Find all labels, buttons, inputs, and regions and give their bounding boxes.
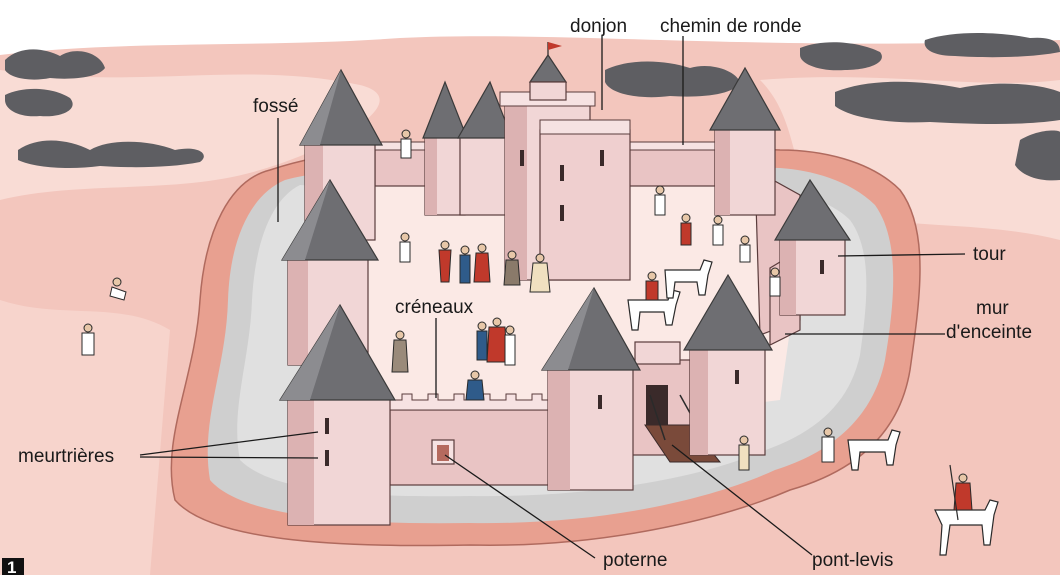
person-icon [713,216,723,245]
person-icon [505,326,515,365]
label-fosse: fossé [253,96,298,117]
person-icon [822,428,834,462]
label-donjon: donjon [570,16,627,37]
label-mur: mur [976,298,1009,319]
cloud-icon [5,49,105,79]
arrow-slit [325,418,329,434]
label-poterne: poterne [603,550,667,571]
arrow-slit [325,450,329,466]
person-icon [655,186,665,215]
person-icon [82,324,94,355]
person-icon [740,236,750,262]
person-icon [770,268,780,296]
label-enceinte: d'enceinte [946,322,1032,343]
person-icon [460,246,470,283]
cloud-icon [835,82,1060,124]
front-wall [390,394,550,485]
person-icon [401,130,411,158]
figure-badge: 1 [2,558,24,575]
label-creneaux: créneaux [395,297,474,318]
label-pont-levis: pont-levis [812,550,893,571]
label-chemin-de-ronde: chemin de ronde [660,16,802,37]
person-icon [400,233,410,262]
label-tour: tour [973,244,1006,265]
person-icon [739,436,749,470]
label-meurtrieres: meurtrières [18,446,114,467]
figure-number: 1 [7,558,16,575]
person-icon [477,322,487,360]
person-icon [681,214,691,245]
